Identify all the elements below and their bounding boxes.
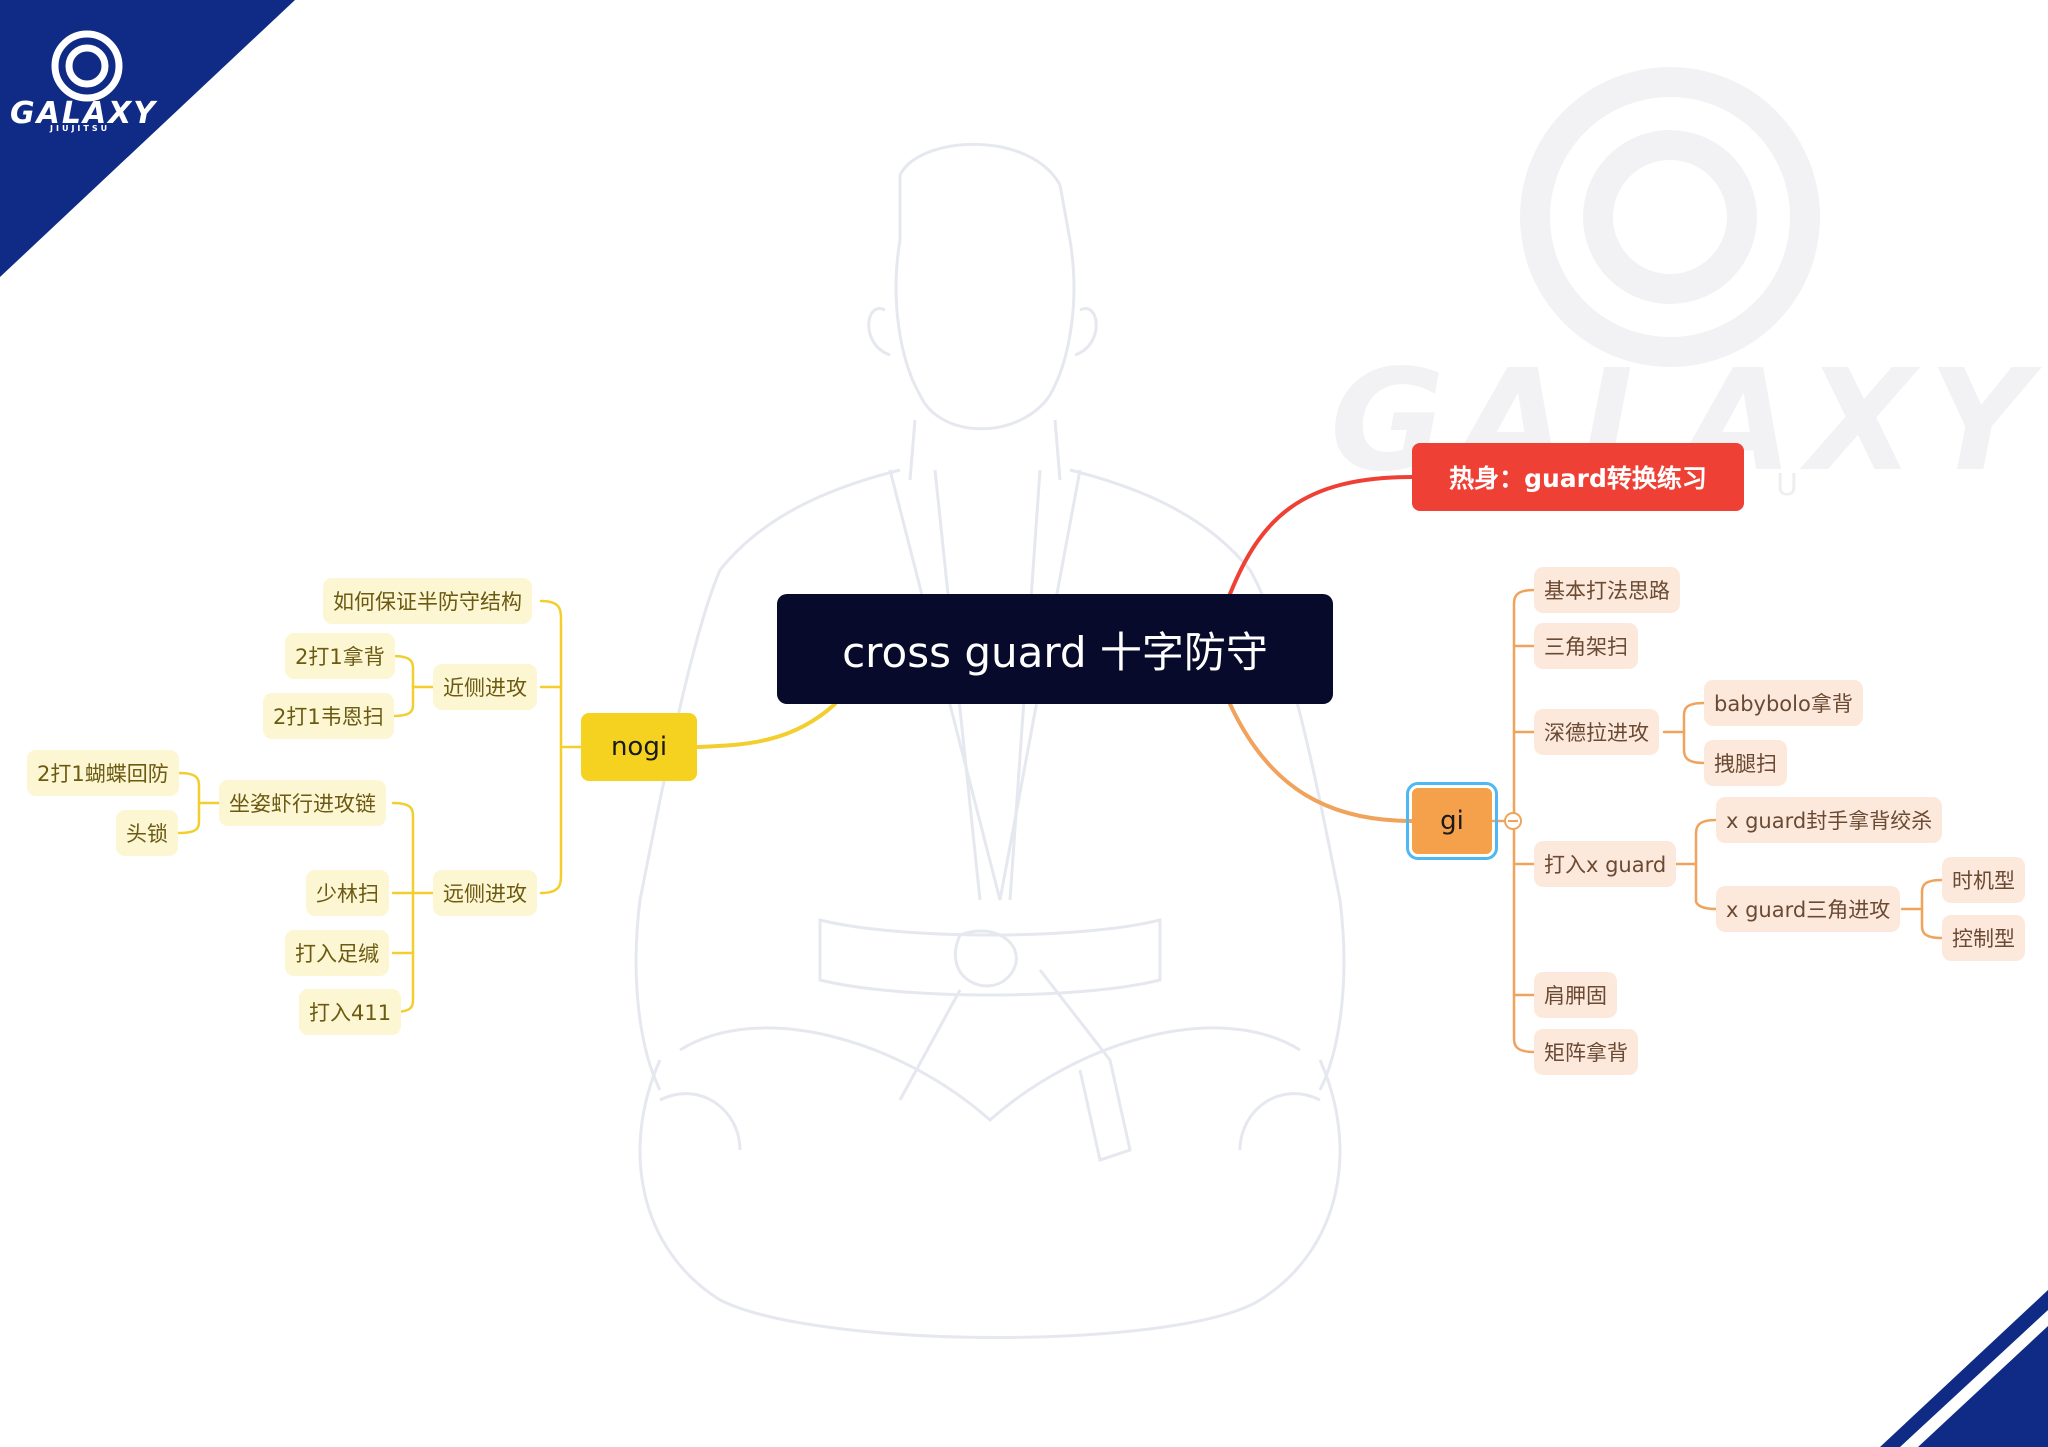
gi-basic[interactable]: 基本打法思路 xyxy=(1534,567,1680,613)
collapse-icon[interactable] xyxy=(1503,811,1523,831)
gi-xguard[interactable]: 打入x guard xyxy=(1534,841,1677,887)
gi-xguard-seal[interactable]: x guard封手拿背绞杀 xyxy=(1716,797,1943,843)
link-nogi xyxy=(695,702,837,749)
gi-triangle-sweep[interactable]: 三角架扫 xyxy=(1534,623,1638,669)
link-x-bracket xyxy=(1694,818,1718,911)
nogi-shaolin[interactable]: 少林扫 xyxy=(306,870,389,916)
gi-babybolo[interactable]: babybolo拿背 xyxy=(1704,680,1863,726)
logo-subtext: JIUJITSU xyxy=(50,124,111,133)
link-nogi-bracket xyxy=(539,599,563,895)
gi-control[interactable]: 控制型 xyxy=(1942,915,2025,961)
warmup-topic[interactable]: 热身：guard转换练习 xyxy=(1412,443,1744,511)
logo-corner xyxy=(0,0,295,277)
link-gi xyxy=(1228,702,1414,823)
nogi-near-side[interactable]: 近侧进攻 xyxy=(433,664,537,710)
nogi-ankle[interactable]: 打入足缄 xyxy=(285,930,389,976)
link-sit-bracket xyxy=(177,771,201,835)
gi-matrix-back[interactable]: 矩阵拿背 xyxy=(1534,1029,1638,1075)
gi-omoplata[interactable]: 肩胛固 xyxy=(1534,972,1617,1018)
nogi-structure[interactable]: 如何保证半防守结构 xyxy=(323,578,532,624)
nogi-411[interactable]: 打入411 xyxy=(299,989,402,1035)
gi-topic[interactable]: gi xyxy=(1406,782,1498,860)
logo-wordmark: GALAXY xyxy=(10,96,158,131)
nogi-topic[interactable]: nogi xyxy=(581,713,697,781)
link-far-bracket xyxy=(391,801,415,1014)
gi-deep-dlr[interactable]: 深德拉进攻 xyxy=(1534,709,1659,755)
gi-leg-drag[interactable]: 拽腿扫 xyxy=(1704,740,1787,786)
link-xtri-bracket xyxy=(1920,878,1944,940)
galaxy-swirl-icon xyxy=(51,30,123,102)
watermark-logo xyxy=(1520,67,1820,367)
link-warmup xyxy=(1228,475,1414,596)
nogi-near-wayne[interactable]: 2打1韦恩扫 xyxy=(263,693,394,739)
link-dlr-bracket xyxy=(1682,701,1706,765)
corner-stripes xyxy=(1880,1290,2048,1447)
gi-xguard-triangle[interactable]: x guard三角进攻 xyxy=(1716,886,1901,932)
link-near-bracket xyxy=(391,654,415,718)
central-topic[interactable]: cross guard 十字防守 xyxy=(777,594,1333,704)
nogi-sit-shrimp[interactable]: 坐姿虾行进攻链 xyxy=(219,780,386,826)
watermark-subtext: U xyxy=(1776,468,1798,503)
nogi-far-side[interactable]: 远侧进攻 xyxy=(433,870,537,916)
nogi-near-back[interactable]: 2打1拿背 xyxy=(285,633,395,679)
nogi-butterfly[interactable]: 2打1蝴蝶回防 xyxy=(27,750,179,796)
nogi-headlock[interactable]: 头锁 xyxy=(116,810,178,856)
gi-timing[interactable]: 时机型 xyxy=(1942,857,2025,903)
